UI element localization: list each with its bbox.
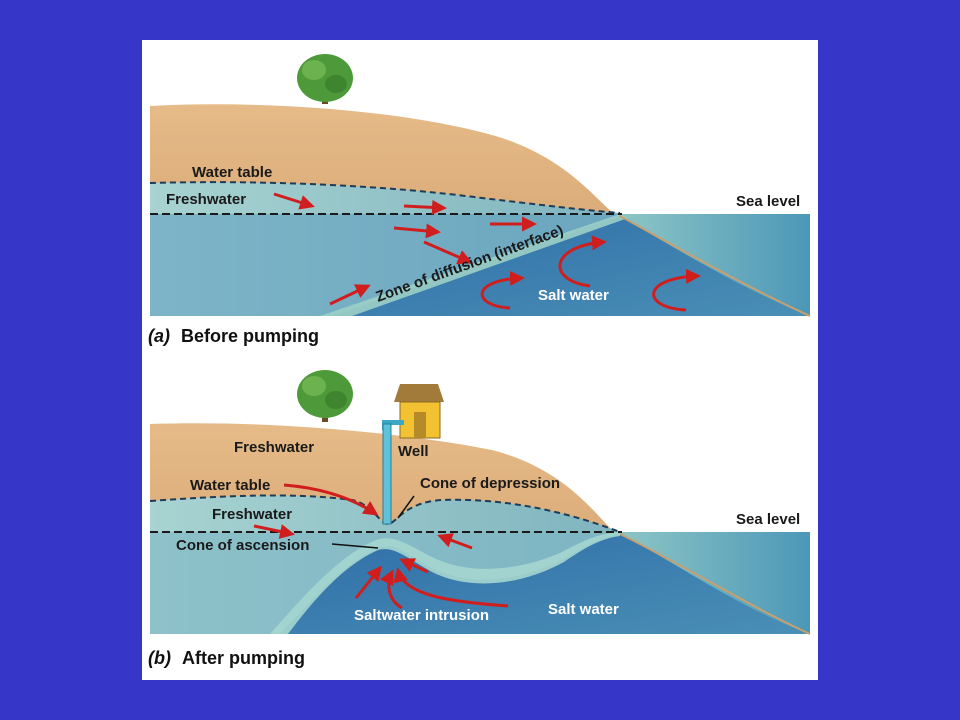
caption-title-b: After pumping xyxy=(182,648,305,668)
label-freshwater-a: Freshwater xyxy=(166,191,246,208)
arrow xyxy=(393,223,441,239)
caption-title-a: Before pumping xyxy=(181,326,319,346)
leader-cone-depression xyxy=(397,495,415,519)
arrow xyxy=(437,533,473,550)
caption-letter-a: (a) xyxy=(148,326,170,346)
arrow xyxy=(283,483,379,516)
house-icon xyxy=(394,384,444,439)
panel-a: Water table Freshwater Sea level Zone of… xyxy=(148,54,811,346)
flow-arrows-b xyxy=(253,483,509,610)
slide: Water table Freshwater Sea level Zone of… xyxy=(142,40,818,680)
tree-icon xyxy=(297,54,353,104)
arrow xyxy=(558,235,607,288)
arrow xyxy=(354,565,382,599)
label-well: Well xyxy=(398,443,429,460)
flow-arrows-a xyxy=(273,192,701,312)
label-freshwater-top-b: Freshwater xyxy=(234,439,314,456)
label-water-table-b: Water table xyxy=(190,477,270,494)
arrow xyxy=(403,199,447,215)
caption-a: (a) Before pumping xyxy=(148,326,319,346)
caption-b: (b) After pumping xyxy=(148,648,305,668)
arrow xyxy=(480,270,525,310)
label-freshwater-mid-b: Freshwater xyxy=(212,506,292,523)
salt-water-wedge-a xyxy=(332,216,810,316)
label-salt-water-b: Salt water xyxy=(548,601,619,618)
arrow xyxy=(399,558,429,574)
leader-cone-ascension xyxy=(331,543,379,549)
arrow xyxy=(652,268,701,312)
panel-b: Freshwater Well Water table Cone of depr… xyxy=(148,370,811,668)
label-saltwater-intrusion: Saltwater intrusion xyxy=(354,607,489,624)
well-pipe xyxy=(382,420,404,525)
label-salt-water-a: Salt water xyxy=(538,287,609,304)
water-table-line-b xyxy=(149,494,621,533)
seafloor-line-a xyxy=(619,215,811,317)
arrow xyxy=(329,284,371,306)
seafloor-line-b xyxy=(619,533,811,635)
label-cone-of-depression: Cone of depression xyxy=(420,475,560,492)
label-sea-level-a: Sea level xyxy=(736,193,800,210)
water-table-line-a xyxy=(149,181,621,214)
diffusion-zone-b xyxy=(270,532,620,634)
diffusion-zone-a xyxy=(320,214,628,316)
label-sea-level-b: Sea level xyxy=(736,511,800,528)
arrow xyxy=(253,524,295,539)
arrow xyxy=(273,192,315,210)
tree-icon xyxy=(297,370,353,422)
arrow xyxy=(423,240,473,265)
label-water-table-a: Water table xyxy=(192,164,272,181)
arrow xyxy=(393,567,509,608)
arrow xyxy=(379,569,403,610)
groundwater-diagram: Water table Freshwater Sea level Zone of… xyxy=(148,54,811,668)
caption-letter-b: (b) xyxy=(148,648,171,668)
label-cone-of-ascension: Cone of ascension xyxy=(176,537,309,554)
